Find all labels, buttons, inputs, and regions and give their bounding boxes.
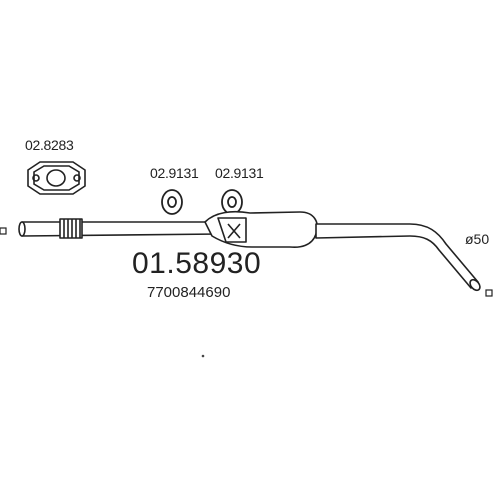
- rubber-mount-icon: [161, 189, 183, 215]
- outlet-end-marker: [485, 289, 493, 297]
- gasket-part-number: 02.8283: [25, 137, 74, 153]
- pipe-diameter-label: ø50: [465, 231, 490, 247]
- main-part-number: 01.58930: [132, 247, 262, 280]
- inlet-end-marker: [0, 227, 7, 235]
- oem-part-number: 7700844690: [147, 284, 231, 301]
- exhaust-pipe: [18, 210, 481, 292]
- stray-dot: [201, 354, 205, 358]
- flex-joint-icon: [59, 218, 83, 239]
- mount-part-number-2: 02.9131: [215, 165, 264, 181]
- mount-part-number-1: 02.9131: [150, 165, 199, 181]
- gasket-icon: [27, 161, 86, 195]
- rubber-mount-icon: [221, 189, 243, 215]
